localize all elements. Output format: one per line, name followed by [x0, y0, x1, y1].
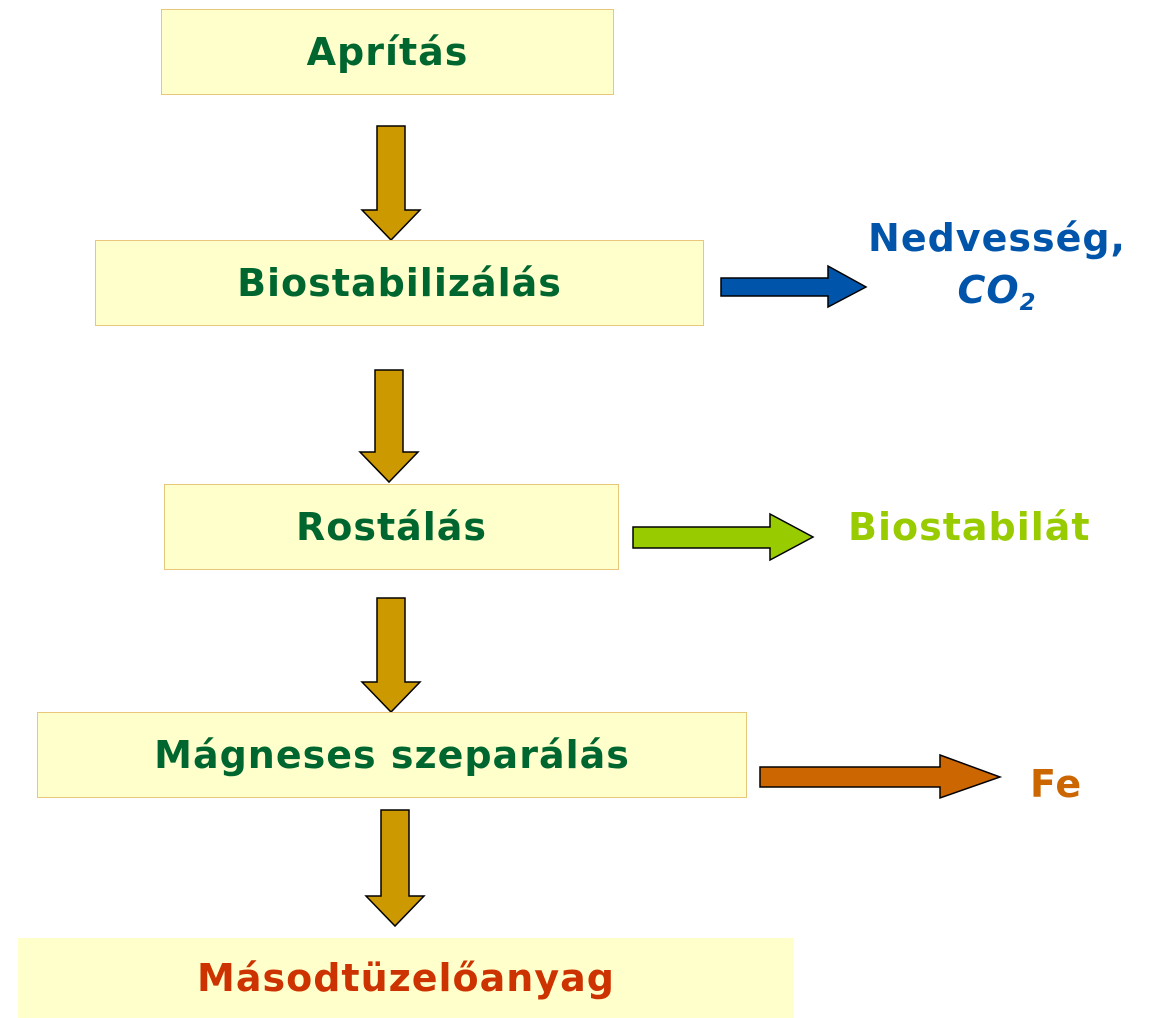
final-label-masodtuzeloanyag: Másodtüzelőanyag: [197, 956, 615, 1000]
down-arrow-1: [360, 125, 422, 242]
co2-subscript: 2: [1019, 289, 1037, 316]
step-label-apritas: Aprítás: [306, 30, 469, 74]
output-label-moisture: Nedvesség, CO2: [852, 212, 1142, 329]
step-label-magneses-szeparalas: Mágneses szeparálás: [154, 733, 630, 777]
step-label-rostalas: Rostálás: [295, 505, 488, 549]
iron-arrow: [759, 753, 1003, 800]
output-label-biostabilat: Biostabilát: [848, 505, 1091, 549]
output-label-iron: Fe: [1030, 762, 1083, 806]
moisture-line: Nedvesség,: [868, 216, 1126, 260]
down-arrow-3: [360, 597, 422, 714]
step-box-apritas: Aprítás: [161, 9, 614, 95]
co2-main: CO: [957, 268, 1020, 312]
step-box-biostabilizalas: Biostabilizálás: [95, 240, 704, 326]
step-label-biostabilizalas: Biostabilizálás: [237, 261, 562, 305]
down-arrow-2: [358, 369, 420, 484]
step-box-rostalas: Rostálás: [164, 484, 619, 570]
moisture-arrow: [720, 264, 868, 309]
step-box-magneses-szeparalas: Mágneses szeparálás: [37, 712, 747, 798]
final-box-masodtuzeloanyag: Másodtüzelőanyag: [18, 938, 794, 1018]
down-arrow-4: [364, 809, 426, 928]
co2-line: CO2: [852, 264, 1142, 329]
biostabilat-arrow: [632, 512, 815, 562]
